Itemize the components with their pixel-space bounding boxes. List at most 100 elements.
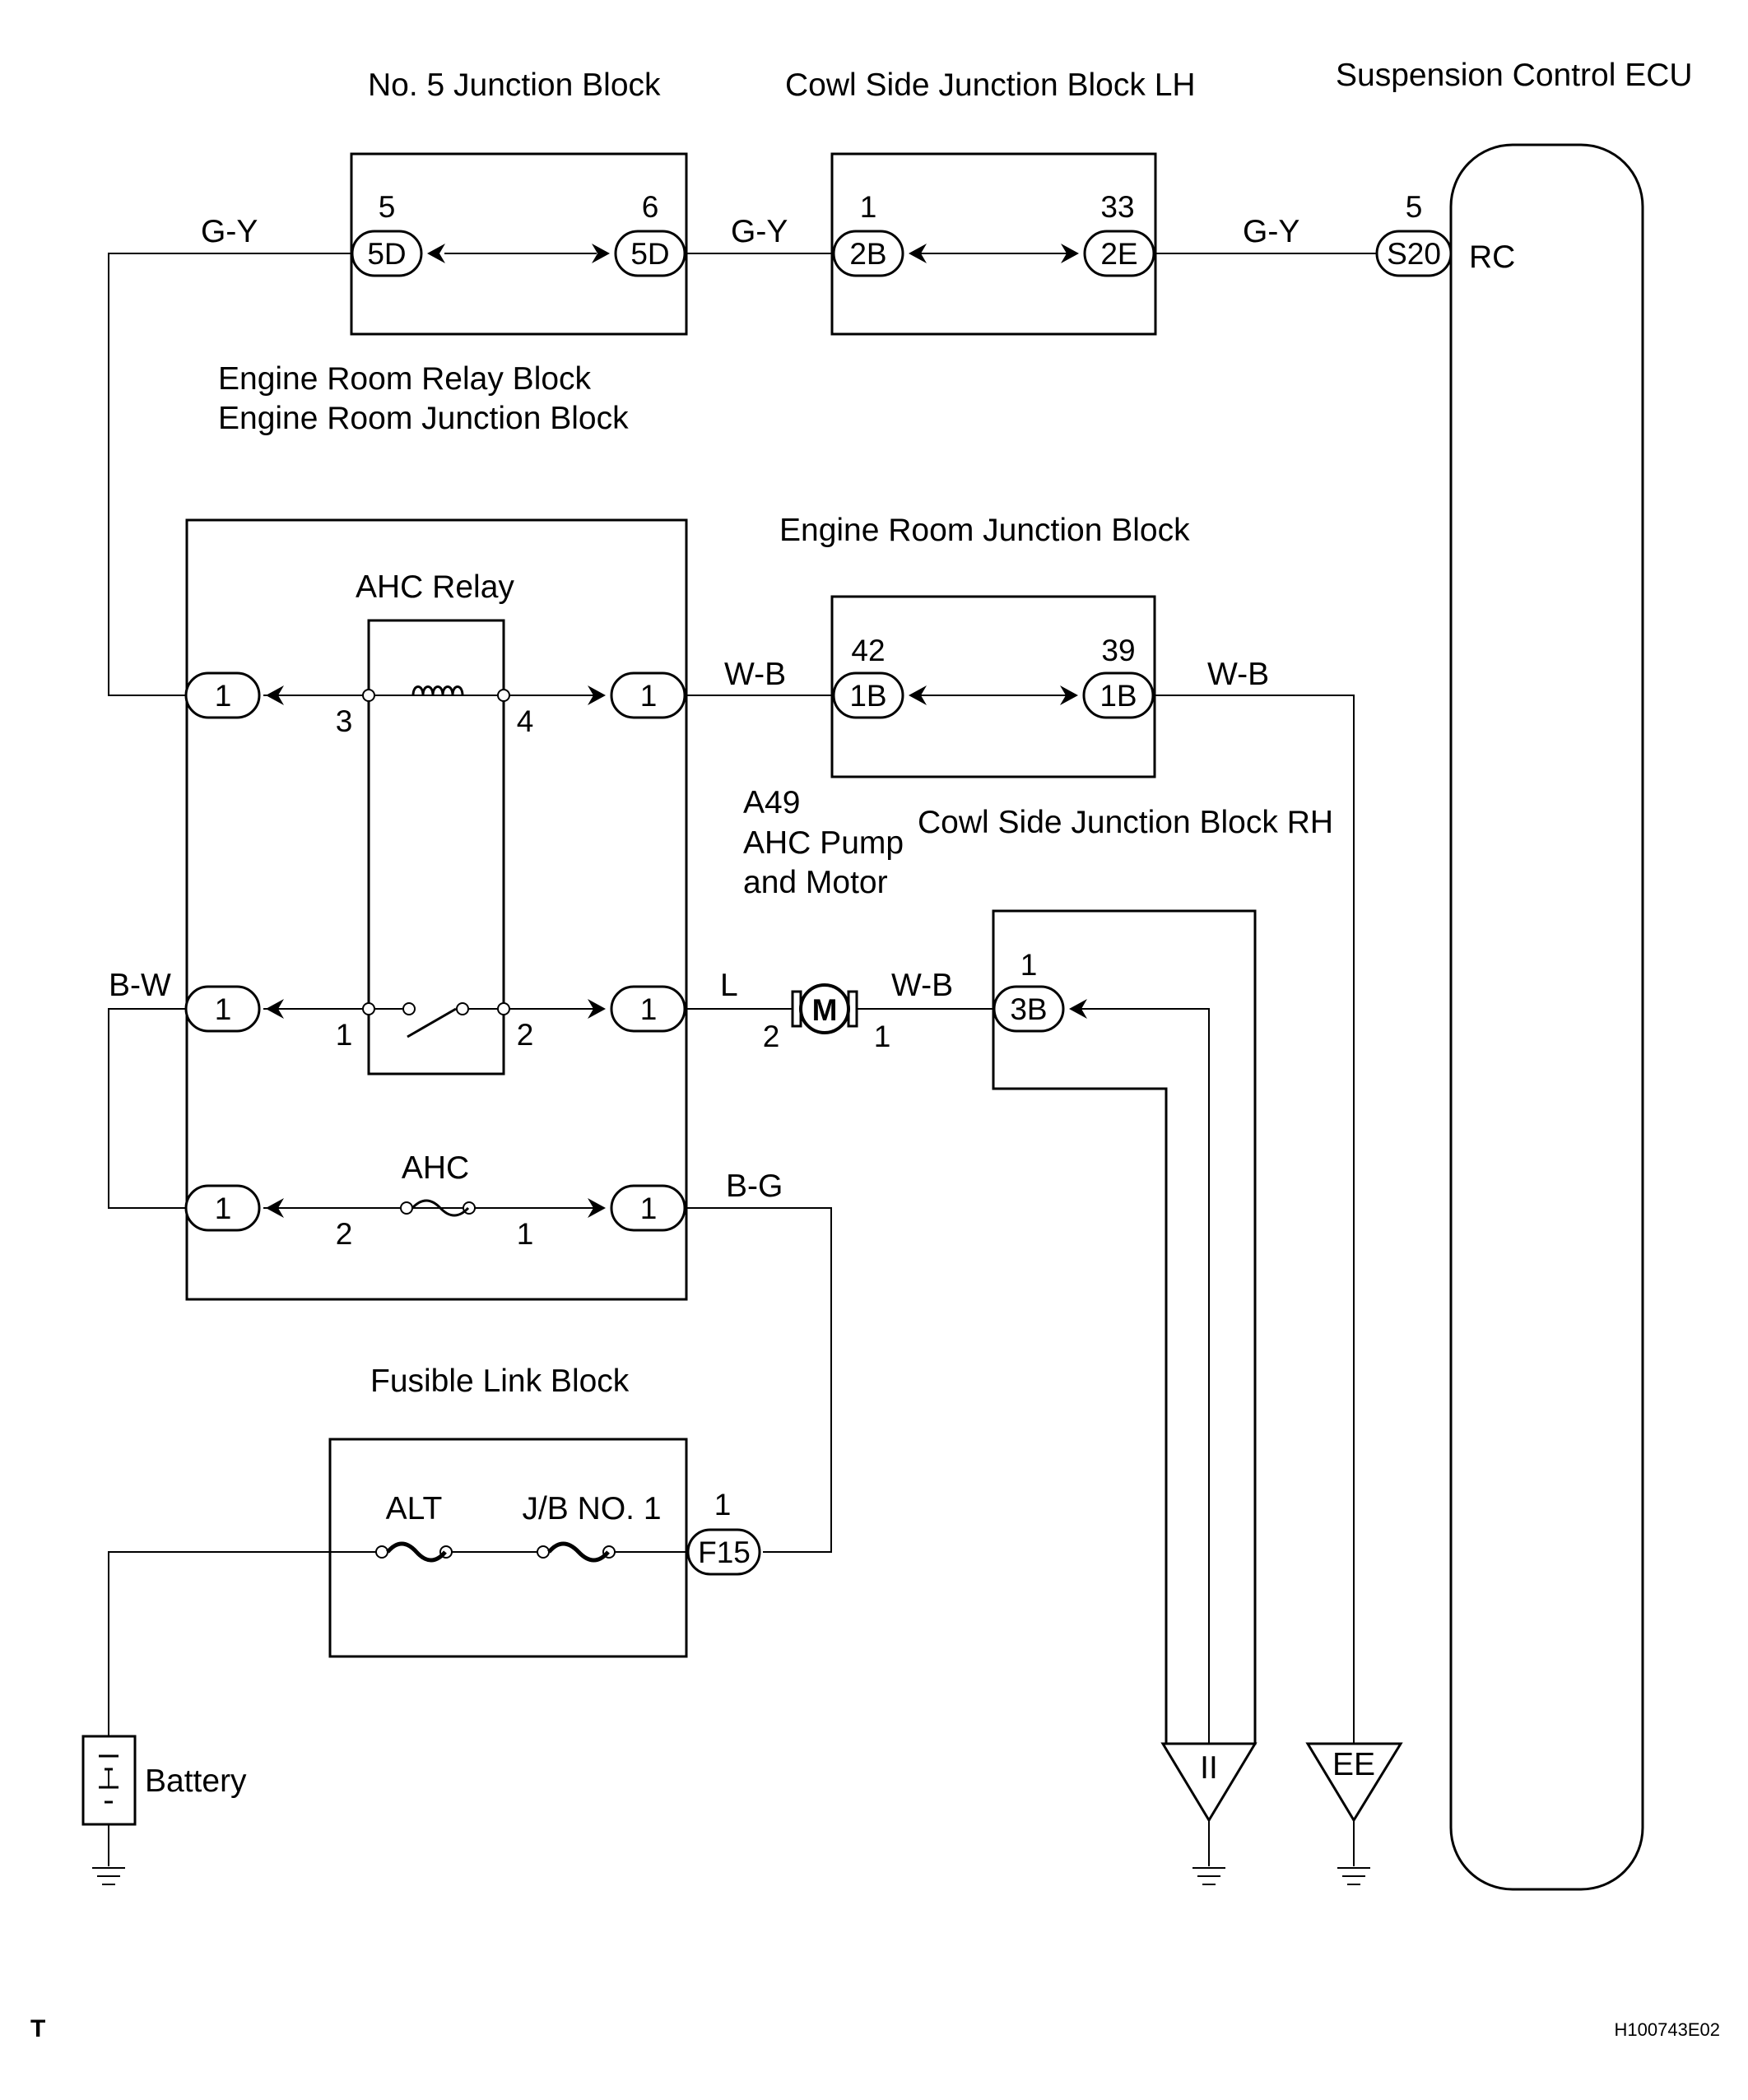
- connector-label-relay-coil-out: 1: [640, 679, 658, 713]
- wire-label-wb-motor: W-B: [891, 968, 953, 1003]
- connector-relay-coil-in: [184, 671, 261, 719]
- ground-label-ee: EE: [1332, 1747, 1375, 1782]
- ahc-fuse-symbol: [400, 1199, 476, 1217]
- connector-s20: [1375, 230, 1453, 277]
- pin-2e: 33: [1100, 190, 1134, 224]
- ground-ii-triangle: [1160, 1742, 1258, 1823]
- title-pump-line2: and Motor: [743, 865, 888, 900]
- motor-symbol: [791, 983, 858, 1034]
- label-jb-no1: J/B NO. 1: [522, 1491, 661, 1526]
- cowl-lh-junction-block-box: [830, 152, 1157, 336]
- pin-motor-2: 2: [763, 1020, 780, 1053]
- pin-relay-3: 3: [336, 704, 353, 738]
- pin-1b-b: 39: [1101, 634, 1135, 667]
- title-cowl-lh: Cowl Side Junction Block LH: [785, 67, 1196, 103]
- pin-5d-a: 5: [379, 190, 396, 224]
- ground-ee-triangle: [1305, 1742, 1403, 1823]
- wire-wb-ecu: [1155, 695, 1355, 1744]
- pin-5d-b: 6: [642, 190, 659, 224]
- connector-1b-a: [832, 671, 904, 719]
- connector-label-3b: 3B: [1010, 992, 1047, 1026]
- footer-left-mark: T: [30, 2015, 45, 2042]
- title-pump-code: A49: [743, 785, 800, 820]
- wire-label-gy-right: G-Y: [1243, 214, 1299, 249]
- wire-label-gy-left: G-Y: [201, 214, 258, 249]
- connector-fuse-in: [184, 1184, 261, 1232]
- label-ahc-fuse: AHC: [402, 1150, 469, 1186]
- title-fusible-link-block: Fusible Link Block: [370, 1364, 630, 1399]
- wire-bg: [686, 1207, 832, 1553]
- wire-3b-ground: [1079, 1008, 1210, 1744]
- connector-label-relay-switch-out: 1: [640, 992, 658, 1026]
- connector-5d-a: [351, 230, 423, 277]
- engine-room-relay-block-box: [185, 518, 688, 1301]
- title-ahc-relay: AHC Relay: [356, 569, 514, 605]
- connector-label-5d-b: 5D: [630, 237, 669, 271]
- connector-2b: [832, 230, 904, 277]
- connector-f15: [686, 1528, 761, 1576]
- connector-label-relay-coil-in: 1: [215, 679, 232, 713]
- connector-1b-b: [1082, 671, 1155, 719]
- wire-label-l: L: [720, 968, 738, 1003]
- wire-label-bg: B-G: [726, 1168, 783, 1204]
- relay-coil: [362, 685, 510, 702]
- jb-no1-fusible-link-symbol: [537, 1541, 616, 1563]
- connector-label-relay-switch-in: 1: [215, 992, 232, 1026]
- connector-label-5d-a: 5D: [367, 237, 406, 271]
- ecu-terminal-rc: RC: [1469, 239, 1515, 275]
- battery-cells: [99, 1754, 119, 1804]
- connector-relay-coil-out: [610, 671, 686, 719]
- ground-symbol-battery: [92, 1867, 125, 1885]
- title-cowl-rh: Cowl Side Junction Block RH: [918, 805, 1333, 840]
- pin-f15: 1: [714, 1488, 732, 1522]
- engine-room-junction-block-box: [830, 595, 1156, 778]
- connector-label-s20: S20: [1387, 237, 1441, 271]
- pin-motor-1: 1: [874, 1020, 891, 1053]
- connector-relay-switch-in: [184, 985, 261, 1033]
- title-pump-line1: AHC Pump: [743, 825, 904, 861]
- no5-junction-block-box: [350, 152, 688, 336]
- connector-label-1b-a: 1B: [849, 679, 886, 713]
- ground-label-ii: II: [1200, 1750, 1218, 1786]
- title-no5-junction-block: No. 5 Junction Block: [368, 67, 661, 103]
- connector-label-1b-b: 1B: [1099, 679, 1137, 713]
- pin-2b: 1: [860, 190, 877, 224]
- title-engine-room-relay-block: Engine Room Relay Block: [218, 361, 592, 397]
- connector-5d-b: [614, 230, 686, 277]
- alt-fusible-link-symbol: [375, 1541, 453, 1563]
- connector-relay-switch-out: [610, 985, 686, 1033]
- cowl-rh-junction-block-box: [992, 909, 1257, 1745]
- wire-label-wb-ecu: W-B: [1207, 657, 1269, 692]
- title-ecu: Suspension Control ECU: [1336, 58, 1693, 93]
- wire-label-wb-relay: W-B: [724, 657, 786, 692]
- connector-label-f15: F15: [698, 1536, 751, 1569]
- connector-label-fuse-out: 1: [640, 1192, 658, 1225]
- connector-3b: [993, 985, 1065, 1033]
- pin-3b: 1: [1020, 948, 1038, 982]
- footer-figure-code: H100743E02: [1615, 2019, 1720, 2040]
- pin-relay-2: 2: [517, 1018, 534, 1052]
- label-motor: M: [812, 993, 838, 1027]
- pin-fuse-2: 2: [336, 1217, 353, 1251]
- connector-label-fuse-in: 1: [215, 1192, 232, 1225]
- connector-fuse-out: [610, 1184, 686, 1232]
- wire-bw: [108, 1008, 186, 1209]
- wire-battery-feed: [108, 1551, 376, 1735]
- title-engine-room-jb-2: Engine Room Junction Block: [779, 513, 1190, 548]
- pin-relay-1: 1: [336, 1018, 353, 1052]
- pin-1b-a: 42: [851, 634, 885, 667]
- wire-label-gy-mid: G-Y: [731, 214, 788, 249]
- connector-label-2b: 2B: [849, 237, 886, 271]
- ecu-box: [1449, 143, 1644, 1891]
- title-battery: Battery: [145, 1763, 247, 1799]
- title-engine-room-jb-1: Engine Room Junction Block: [218, 401, 629, 436]
- pin-fuse-1: 1: [517, 1217, 534, 1251]
- ground-symbol-ee: [1337, 1867, 1370, 1885]
- wire-gy-left: [108, 253, 352, 696]
- fusible-link-block-box: [328, 1438, 688, 1658]
- connector-label-2e: 2E: [1100, 237, 1137, 271]
- pin-s20: 5: [1406, 190, 1423, 224]
- relay-switch: [362, 1002, 510, 1038]
- connector-2e: [1083, 230, 1155, 277]
